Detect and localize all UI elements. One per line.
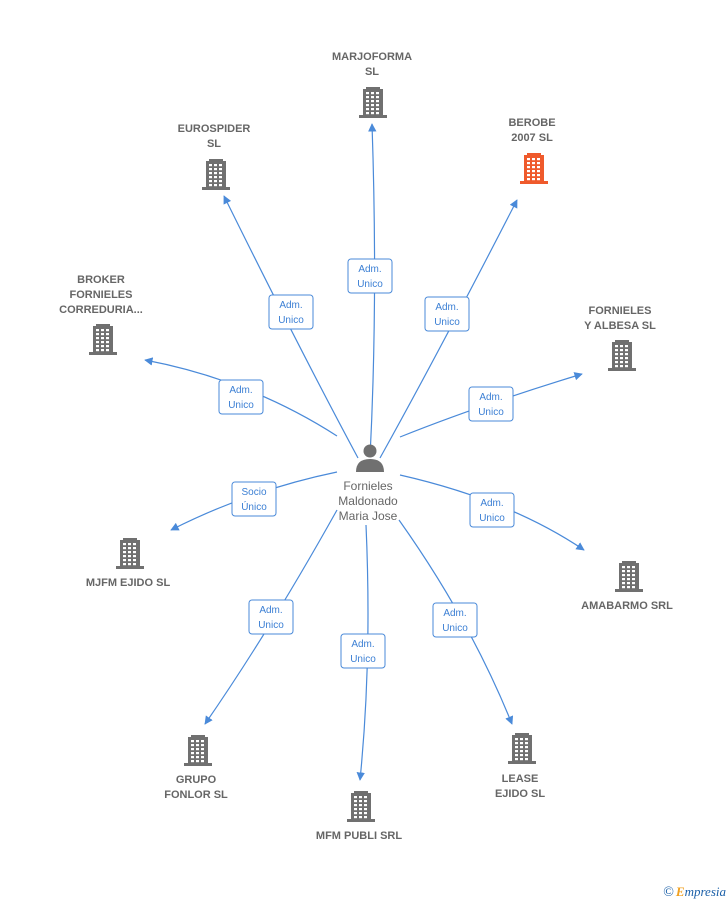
edge-label-box bbox=[231, 481, 277, 517]
company-name-line: Y ALBESA SL bbox=[584, 320, 656, 332]
company-node-amabarmo[interactable]: AMABARMO SRL bbox=[581, 561, 673, 612]
edge-label-line: Adm. bbox=[435, 302, 458, 313]
edge-label-line: Adm. bbox=[279, 300, 302, 311]
edge-label-line: Único bbox=[241, 500, 267, 513]
company-name-line: EUROSPIDER bbox=[178, 123, 251, 135]
company-name-line: SL bbox=[365, 66, 379, 78]
company-name-line: FONLOR SL bbox=[164, 789, 228, 801]
company-name-line: EJIDO SL bbox=[495, 788, 545, 800]
edge-label-amabarmo[interactable]: Adm. Unico bbox=[469, 492, 515, 528]
edge-label-box bbox=[218, 379, 264, 415]
edge-label-line: Unico bbox=[258, 620, 284, 631]
company-name-line: AMABARMO SRL bbox=[581, 600, 673, 612]
edge-label-eurospider[interactable]: Adm. Unico bbox=[268, 294, 314, 330]
building-icon bbox=[520, 153, 548, 184]
edge-label-line: Adm. bbox=[351, 639, 374, 650]
company-name-line: 2007 SL bbox=[511, 132, 553, 144]
edge-label-line: Unico bbox=[479, 513, 505, 524]
edge-label-line: Unico bbox=[278, 315, 304, 326]
company-node-broker[interactable]: BROKER FORNIELES CORREDURIA... bbox=[59, 274, 143, 355]
company-name-line: BEROBE bbox=[508, 117, 555, 129]
edge-label-box bbox=[424, 296, 470, 332]
company-node-grupo-fonlor[interactable]: GRUPO FONLOR SL bbox=[164, 735, 228, 801]
edge-label-line: Unico bbox=[434, 317, 460, 328]
edge-label-box bbox=[347, 258, 393, 294]
edge-label-lease-ejido[interactable]: Adm. Unico bbox=[432, 602, 478, 638]
company-name-line: FORNIELES bbox=[589, 305, 652, 317]
footer-brand[interactable]: ©Empresia bbox=[663, 884, 726, 901]
edge-label-box bbox=[340, 633, 386, 669]
edge-marjoforma bbox=[368, 123, 377, 458]
company-node-fornieles-albesa[interactable]: FORNIELES Y ALBESA SL bbox=[584, 305, 656, 371]
edge-label-box bbox=[248, 599, 294, 635]
edge-label-box bbox=[268, 294, 314, 330]
edge-label-berobe[interactable]: Adm. Unico bbox=[424, 296, 470, 332]
building-icon bbox=[615, 561, 643, 592]
edge-label-mfm-publi[interactable]: Adm. Unico bbox=[340, 633, 386, 669]
building-icon bbox=[508, 733, 536, 764]
company-name-line: MFM PUBLI SRL bbox=[316, 830, 402, 842]
edge-label-box bbox=[432, 602, 478, 638]
company-node-eurospider[interactable]: EUROSPIDER SL bbox=[178, 123, 251, 190]
building-icon bbox=[89, 324, 117, 355]
brand-initial: E bbox=[675, 884, 685, 899]
edge-label-box bbox=[469, 492, 515, 528]
company-node-berobe[interactable]: BEROBE 2007 SL bbox=[508, 117, 556, 184]
company-name-line: FORNIELES bbox=[70, 289, 133, 301]
edge-label-line: Unico bbox=[357, 279, 383, 290]
edge-label-line: Adm. bbox=[443, 608, 466, 619]
company-node-marjoforma[interactable]: MARJOFORMA SL bbox=[332, 51, 412, 118]
building-icon bbox=[184, 735, 212, 766]
edge-eurospider bbox=[223, 195, 359, 459]
brand-name: mpresia bbox=[684, 884, 726, 899]
building-icon bbox=[347, 791, 375, 822]
person-name-line: Maria Jose bbox=[339, 509, 398, 523]
building-icon bbox=[116, 538, 144, 569]
person-name-line: Fornieles bbox=[343, 479, 392, 493]
edge-label-line: Adm. bbox=[480, 498, 503, 509]
edge-label-line: Unico bbox=[442, 623, 468, 634]
company-name-line: MARJOFORMA bbox=[332, 51, 412, 63]
edge-label-line: Adm. bbox=[259, 605, 282, 616]
edge-berobe bbox=[379, 199, 518, 459]
edge-label-broker[interactable]: Adm. Unico bbox=[218, 379, 264, 415]
edge-label-line: Adm. bbox=[479, 392, 502, 403]
person-name-line: Maldonado bbox=[338, 494, 398, 508]
company-name-line: SL bbox=[207, 138, 221, 150]
building-icon bbox=[202, 159, 230, 190]
edge-label-box bbox=[468, 386, 514, 422]
company-name-line: LEASE bbox=[502, 773, 539, 785]
edge-label-line: Unico bbox=[478, 407, 504, 418]
company-name-line: BROKER bbox=[77, 274, 125, 286]
building-icon bbox=[608, 340, 636, 371]
edge-label-marjoforma[interactable]: Adm. Unico bbox=[347, 258, 393, 294]
company-node-lease-ejido[interactable]: LEASE EJIDO SL bbox=[495, 733, 545, 800]
building-icon bbox=[359, 87, 387, 118]
edge-label-fornieles-albesa[interactable]: Adm. Unico bbox=[468, 386, 514, 422]
edge-label-line: Socio bbox=[241, 487, 266, 498]
person-icon bbox=[356, 444, 384, 472]
company-node-mjfm[interactable]: MJFM EJIDO SL bbox=[86, 538, 171, 589]
company-name-line: GRUPO bbox=[176, 774, 217, 786]
edge-label-line: Unico bbox=[228, 400, 254, 411]
company-name-line: MJFM EJIDO SL bbox=[86, 577, 171, 589]
edge-label-line: Adm. bbox=[229, 385, 252, 396]
edge-label-line: Unico bbox=[350, 654, 376, 665]
edge-label-grupo-fonlor[interactable]: Adm. Unico bbox=[248, 599, 294, 635]
company-name-line: CORREDURIA... bbox=[59, 304, 143, 316]
edge-label-line: Adm. bbox=[358, 264, 381, 275]
copyright-symbol: © bbox=[663, 885, 674, 900]
company-node-mfm-publi[interactable]: MFM PUBLI SRL bbox=[316, 791, 402, 842]
